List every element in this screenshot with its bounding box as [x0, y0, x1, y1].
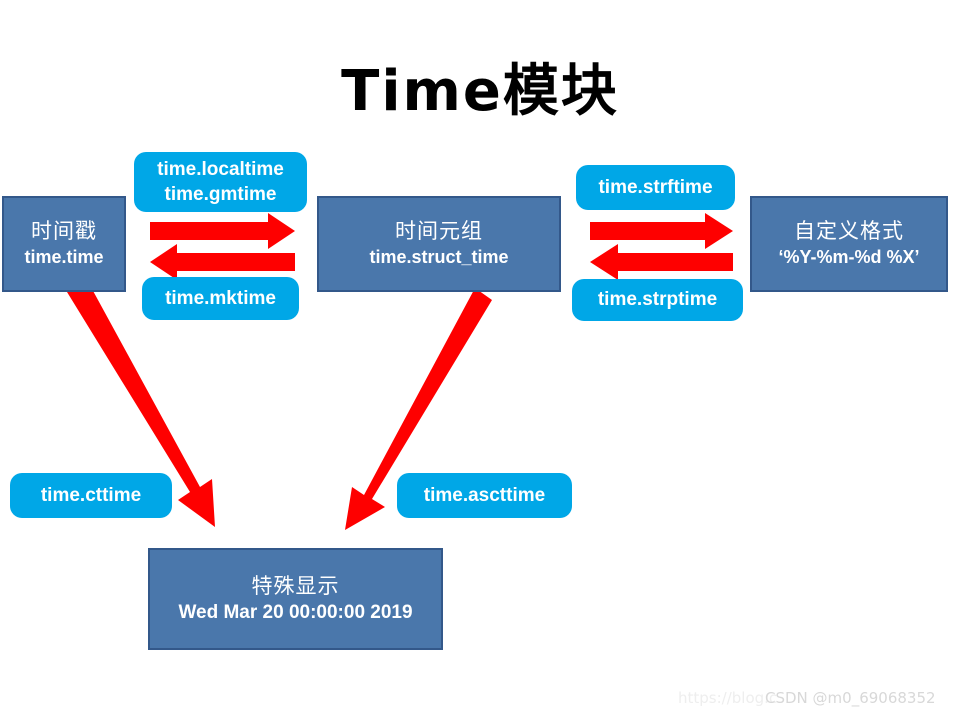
- arrow-format-to-structtime: [590, 244, 733, 280]
- chip-localtime-label: time.localtime: [157, 158, 284, 180]
- node-custom-format-title: 自定义格式: [794, 219, 904, 244]
- watermark-username: CSDN @m0_69068352: [765, 689, 936, 707]
- chip-ascttime-label: time.ascttime: [423, 484, 546, 506]
- arrow-structtime-to-format: [590, 213, 733, 249]
- page-title: Time模块: [341, 59, 619, 124]
- node-timestamp[interactable]: 时间戳 time.time: [2, 196, 126, 292]
- chip-strptime-label: time.strptime: [597, 289, 718, 311]
- chip-strftime[interactable]: time.strftime: [576, 165, 735, 210]
- chip-ascttime[interactable]: time.ascttime: [397, 473, 572, 518]
- chip-gmtime-label: time.gmtime: [164, 184, 277, 205]
- watermark-url: https://blog.c: [678, 689, 778, 707]
- arrow-time-to-structtime: [150, 213, 295, 249]
- chip-strptime[interactable]: time.strptime: [572, 279, 743, 321]
- node-timestamp-subtitle: time.time: [24, 246, 104, 267]
- node-custom-format-subtitle: ‘%Y-%m-%d %X’: [778, 246, 920, 267]
- chip-cttime-label: time.cttime: [40, 484, 142, 506]
- node-struct-time-title: 时间元组: [395, 219, 483, 244]
- node-special-display-title: 特殊显示: [251, 573, 340, 598]
- chip-mktime-label: time.mktime: [165, 287, 276, 309]
- node-struct-time[interactable]: 时间元组 time.struct_time: [317, 196, 561, 292]
- node-special-display[interactable]: 特殊显示 Wed Mar 20 00:00:00 2019: [148, 548, 443, 650]
- chip-cttime[interactable]: time.cttime: [10, 473, 172, 518]
- node-struct-time-subtitle: time.struct_time: [369, 246, 509, 267]
- node-custom-format[interactable]: 自定义格式 ‘%Y-%m-%d %X’: [750, 196, 948, 292]
- node-special-display-subtitle: Wed Mar 20 00:00:00 2019: [178, 602, 413, 624]
- chip-localtime-gmtime[interactable]: time.localtime time.gmtime: [134, 152, 307, 212]
- node-timestamp-title: 时间戳: [31, 219, 97, 244]
- chip-strftime-label: time.strftime: [598, 176, 713, 198]
- chip-mktime[interactable]: time.mktime: [142, 277, 299, 320]
- arrow-structtime-to-time: [150, 244, 295, 280]
